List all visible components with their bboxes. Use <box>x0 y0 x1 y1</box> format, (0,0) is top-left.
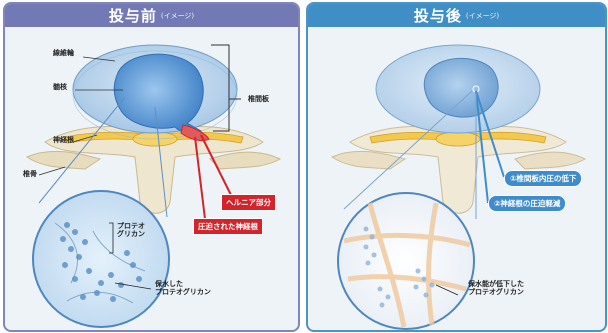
label-proteoglycan-line1: プロテオ <box>117 222 145 230</box>
label-proteoglycan-line2: グリカン <box>117 230 145 238</box>
label-reduced-line1: 保水能が低下した <box>468 280 524 288</box>
panel-after-header: 投与後 (イメージ) <box>308 4 605 27</box>
before-illustration <box>5 27 298 330</box>
label-reduced-line2: プロテオグリカン <box>468 288 524 296</box>
label-nerve-root: 神経根 <box>53 136 74 144</box>
panel-after-title: 投与後 <box>414 5 462 26</box>
label-hydrated-line1: 保水した <box>155 280 211 288</box>
label-proteoglycan: プロテオ グリカン <box>117 222 145 238</box>
magnified-view <box>338 193 474 329</box>
panel-before: 投与前 (イメージ) <box>3 2 300 332</box>
label-reduced-proteoglycan: 保水能が低下した プロテオグリカン <box>468 280 524 296</box>
panel-before-note: (イメージ) <box>161 11 194 21</box>
panel-before-title: 投与前 <box>109 5 157 26</box>
magnified-view <box>33 191 169 327</box>
intervertebral-disc <box>376 45 540 133</box>
label-disc: 椎間板 <box>248 95 269 103</box>
label-annulus: 線維輪 <box>53 49 74 57</box>
label-vertebra: 椎骨 <box>23 170 37 178</box>
tag-hernia: ヘルニア部分 <box>221 194 276 211</box>
label-hydrated-line2: プロテオグリカン <box>155 288 211 296</box>
tag-pressure-drop: ①椎間板内圧の低下 <box>504 170 582 187</box>
panel-after: 投与後 (イメージ) <box>306 2 607 332</box>
label-hydrated-proteoglycan: 保水した プロテオグリカン <box>155 280 211 296</box>
label-nucleus: 髄核 <box>53 83 67 91</box>
panel-after-note: (イメージ) <box>466 11 499 21</box>
tag-compressed-nerve: 圧迫された神経根 <box>193 218 263 235</box>
panel-before-header: 投与前 (イメージ) <box>5 4 298 27</box>
tag-nerve-relief: ②神経根の圧迫軽減 <box>488 195 566 212</box>
